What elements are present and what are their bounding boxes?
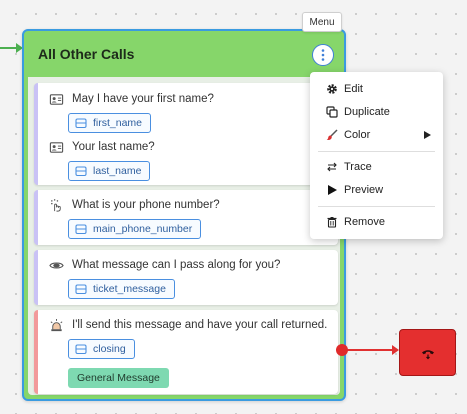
menu-item-edit[interactable]: Edit (310, 78, 443, 100)
variable-chip[interactable]: last_name (68, 161, 151, 181)
variable-chip[interactable]: first_name (68, 113, 152, 133)
submenu-arrow-icon (424, 131, 431, 139)
menu-item-color[interactable]: Color (310, 124, 443, 146)
trace-arrows-icon (326, 161, 338, 173)
incoming-connector-line (0, 47, 18, 49)
menu-item-label: Color (344, 129, 371, 141)
database-icon (75, 166, 87, 177)
incoming-connector-arrow (16, 43, 23, 53)
question-card-names[interactable]: May I have your first name? first_name Y… (34, 83, 338, 185)
question-row: I'll send this message and have your cal… (48, 317, 327, 333)
gear-icon (326, 83, 338, 95)
outgoing-connector-line (342, 349, 396, 351)
hang-up-node[interactable] (399, 329, 456, 376)
question-row: What is your phone number? (48, 197, 220, 213)
question-text: May I have your first name? (72, 93, 214, 105)
menu-tooltip: Menu (302, 12, 342, 32)
variable-chip[interactable]: closing (68, 339, 135, 359)
database-icon (75, 284, 87, 295)
siren-icon (48, 317, 64, 333)
node-menu-button[interactable] (312, 44, 334, 66)
variable-name: closing (93, 343, 126, 355)
hang-up-phone-icon (421, 349, 434, 359)
menu-divider (318, 151, 435, 152)
question-card-message[interactable]: What message can I pass along for you? t… (34, 250, 338, 305)
database-icon (75, 118, 87, 129)
node-body: May I have your first name? first_name Y… (28, 77, 340, 395)
kebab-menu-icon (321, 49, 325, 61)
menu-item-label: Remove (344, 216, 385, 228)
outgoing-connector-arrow (392, 345, 399, 355)
trash-icon (326, 216, 338, 228)
output-port[interactable] (336, 344, 348, 356)
eye-icon (48, 257, 64, 273)
contact-card-icon (48, 91, 64, 107)
database-icon (75, 344, 87, 355)
menu-item-trace[interactable]: Trace (310, 156, 443, 178)
node-header[interactable]: All Other Calls (24, 31, 344, 77)
contact-card-icon (48, 139, 64, 155)
menu-item-duplicate[interactable]: Duplicate (310, 101, 443, 123)
menu-divider (318, 206, 435, 207)
variable-chip[interactable]: ticket_message (68, 279, 175, 299)
menu-item-label: Trace (344, 161, 372, 173)
variable-name: ticket_message (93, 283, 166, 295)
menu-item-label: Edit (344, 83, 363, 95)
database-icon (75, 224, 87, 235)
question-row: May I have your first name? (48, 91, 214, 107)
question-row: Your last name? (48, 139, 155, 155)
duplicate-icon (326, 106, 338, 118)
message-card-closing[interactable]: I'll send this message and have your cal… (34, 310, 338, 394)
paint-brush-icon (326, 129, 338, 141)
flow-node-all-other-calls[interactable]: All Other Calls May I have your first na… (22, 29, 346, 401)
question-text: Your last name? (72, 141, 155, 153)
menu-item-remove[interactable]: Remove (310, 211, 443, 233)
question-card-phone[interactable]: What is your phone number? main_phone_nu… (34, 190, 338, 245)
dial-hand-icon (48, 197, 64, 213)
variable-name: last_name (93, 165, 142, 177)
question-text: What message can I pass along for you? (72, 259, 281, 271)
menu-item-label: Preview (344, 184, 384, 196)
category-tag[interactable]: General Message (68, 368, 169, 388)
node-title: All Other Calls (38, 46, 135, 62)
play-icon (326, 184, 338, 196)
menu-item-preview[interactable]: Preview (310, 179, 443, 201)
variable-name: main_phone_number (93, 223, 193, 235)
message-text: I'll send this message and have your cal… (72, 319, 328, 331)
variable-name: first_name (93, 117, 143, 129)
node-context-menu: Edit Duplicate Color Trace Preview Remov… (310, 72, 443, 239)
variable-chip[interactable]: main_phone_number (68, 219, 202, 239)
question-row: What message can I pass along for you? (48, 257, 280, 273)
menu-item-label: Duplicate (344, 106, 390, 118)
question-text: What is your phone number? (72, 199, 220, 211)
